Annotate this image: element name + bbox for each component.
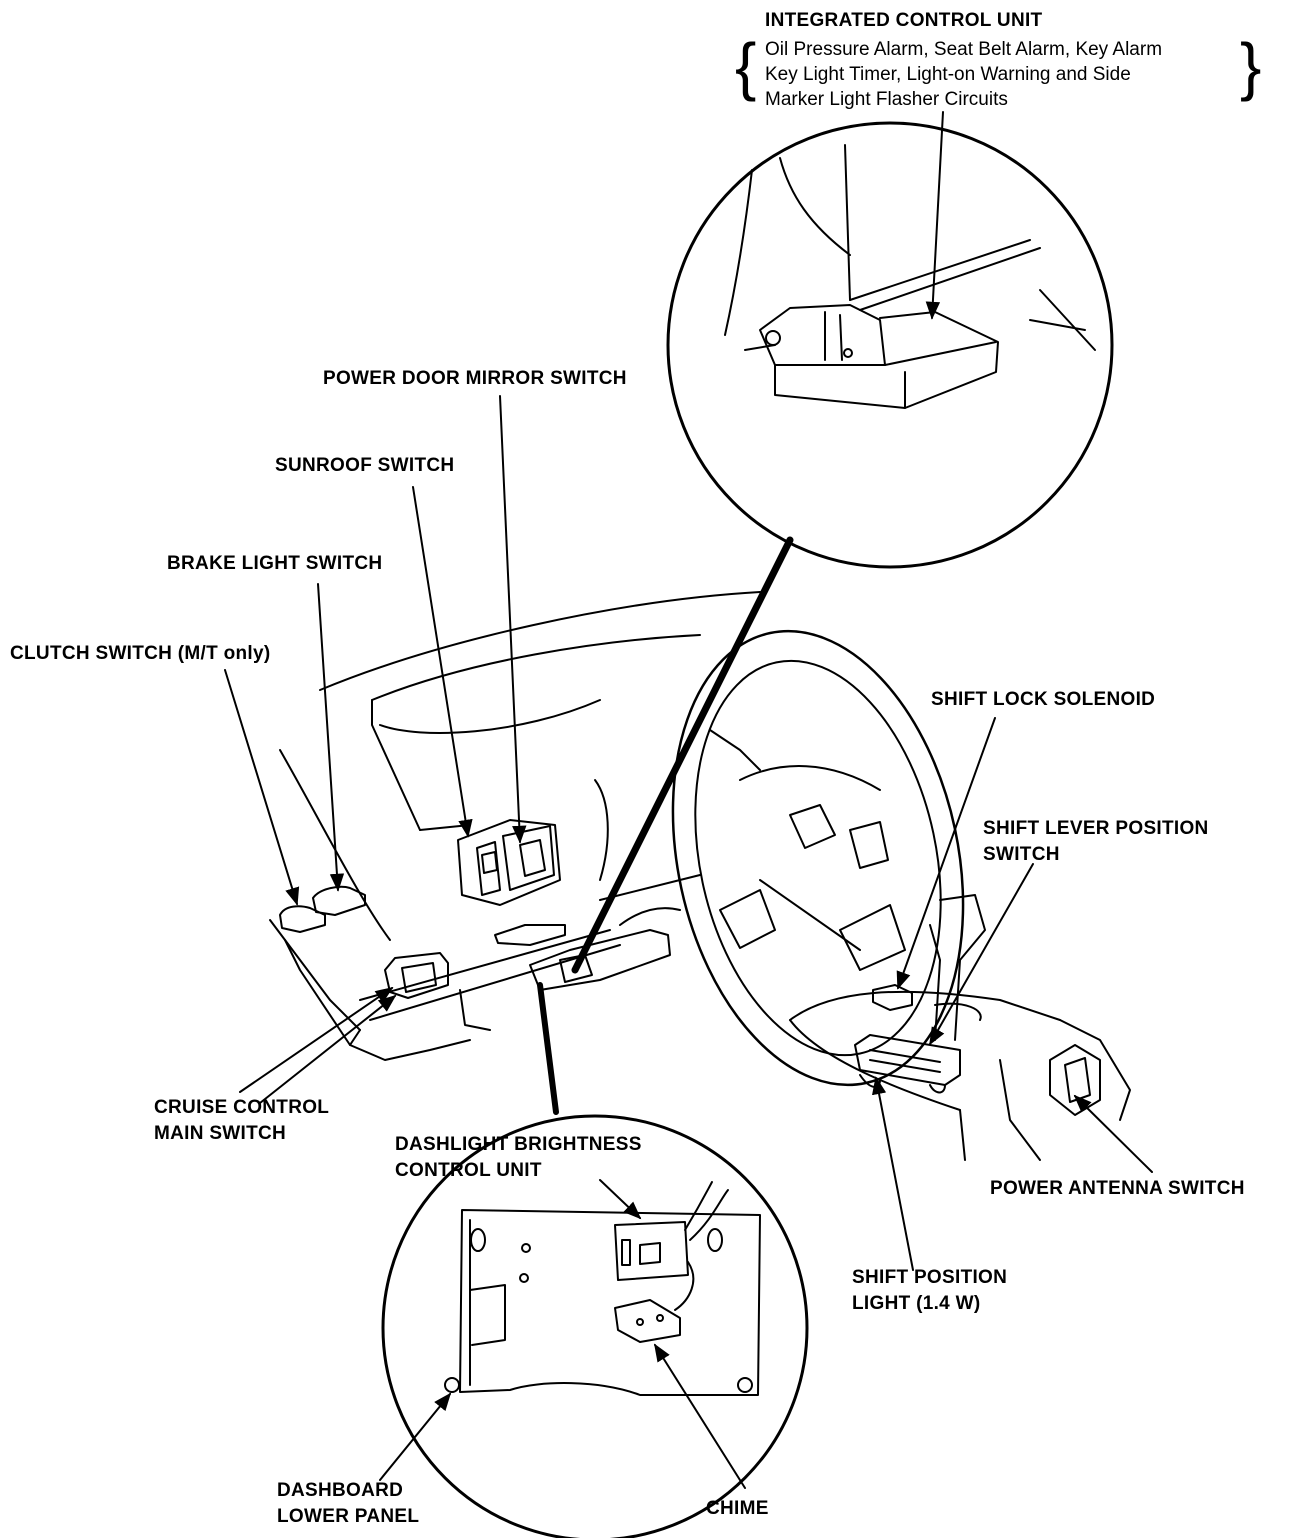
sunroof-switch-label: SUNROOF SWITCH [275, 455, 455, 476]
integrated-control-unit-description: Oil Pressure Alarm, Seat Belt Alarm, Key… [765, 37, 1162, 112]
dashlight-line-2: CONTROL UNIT [395, 1160, 542, 1181]
power-door-mirror-switch-label: POWER DOOR MIRROR SWITCH [323, 368, 627, 389]
icu-desc-line-1: Oil Pressure Alarm, Seat Belt Alarm, Key… [765, 39, 1163, 60]
shift-position-line-1: SHIFT POSITION [852, 1267, 1008, 1288]
lower-panel-line-2: LOWER PANEL [277, 1506, 420, 1527]
clutch-switch-label: CLUTCH SWITCH (M/T only) [10, 643, 271, 664]
icu-desc-line-2: Key Light Timer, Light-on Warning and Si… [765, 64, 1131, 85]
cruise-control-main-switch-label: CRUISE CONTROL MAIN SWITCH [154, 1095, 329, 1147]
lower-panel-line-1: DASHBOARD [277, 1480, 404, 1501]
shift-lever-line-2: SWITCH [983, 844, 1060, 865]
cruise-line-1: CRUISE CONTROL [154, 1097, 330, 1118]
shift-lever-line-1: SHIFT LEVER POSITION [983, 818, 1209, 839]
shift-position-line-2: LIGHT (1.4 W) [852, 1293, 981, 1314]
center-console [789, 894, 1131, 1161]
icu-detail-circle [666, 121, 1114, 569]
left-brace: { [735, 30, 757, 102]
shift-position-light-label: SHIFT POSITION LIGHT (1.4 W) [852, 1265, 1007, 1317]
dashlight-brightness-control-unit-label: DASHLIGHT BRIGHTNESS CONTROL UNIT [395, 1132, 642, 1184]
switch-cluster [279, 819, 671, 999]
leader-arrows [224, 111, 1153, 1489]
dashlight-line-1: DASHLIGHT BRIGHTNESS [395, 1134, 642, 1155]
integrated-control-unit-title: INTEGRATED CONTROL UNIT [765, 10, 1043, 31]
power-antenna-switch-label: POWER ANTENNA SWITCH [990, 1178, 1245, 1199]
cruise-line-2: MAIN SWITCH [154, 1123, 287, 1144]
shift-lever-position-switch-label: SHIFT LEVER POSITION SWITCH [983, 816, 1209, 868]
steering-wheel [671, 629, 965, 1087]
lower-panel-detail-circle [381, 1114, 809, 1538]
brake-light-switch-label: BRAKE LIGHT SWITCH [167, 553, 383, 574]
icu-desc-line-3: Marker Light Flasher Circuits [765, 89, 1008, 110]
chime-label: CHIME [706, 1498, 769, 1519]
dashboard-outline [269, 591, 761, 1061]
shift-lock-solenoid-label: SHIFT LOCK SOLENOID [931, 689, 1156, 710]
lower-leader [537, 982, 559, 1115]
right-brace: } [1240, 30, 1262, 102]
icu-leader [571, 536, 794, 974]
dashboard-lower-panel-label: DASHBOARD LOWER PANEL [277, 1478, 419, 1530]
